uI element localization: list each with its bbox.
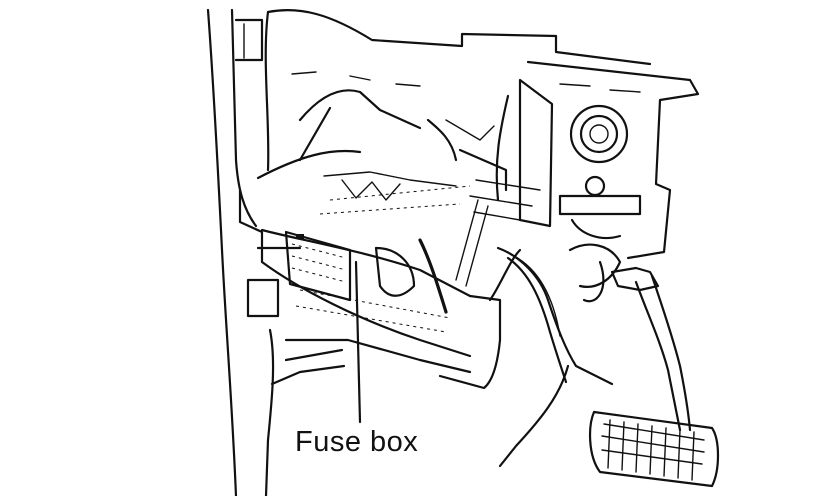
brake-pedal: [588, 266, 720, 488]
dashboard-lower-panel: [238, 9, 652, 390]
fuse-box: [284, 230, 352, 302]
pedal-bracket: [455, 60, 700, 303]
a-pillar-frame: [206, 8, 346, 496]
fuse-box-label: Fuse box: [295, 426, 419, 458]
wiring-harness: [496, 246, 614, 468]
fuse-box-leader-line: [354, 260, 362, 424]
